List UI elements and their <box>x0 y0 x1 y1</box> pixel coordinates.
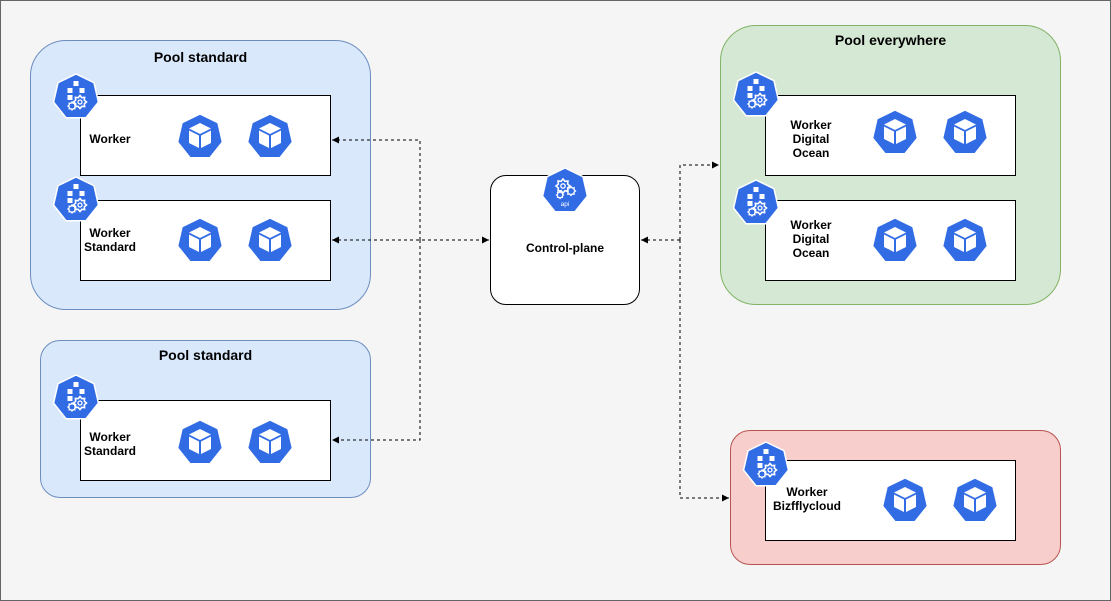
connector-pool-bizfly <box>679 240 729 502</box>
worker-box: Worker Standard <box>80 200 331 281</box>
pool-title: Pool everywhere <box>834 32 947 48</box>
kubernetes-pod-icon <box>176 419 224 465</box>
control-plane-label: Control-plane <box>526 241 604 255</box>
worker-label: Worker Bizfflycloud <box>773 485 841 513</box>
kubernetes-pod-icon <box>246 419 294 465</box>
svg-text:api: api <box>561 201 570 208</box>
worker-label: Worker Digital Ocean <box>790 218 832 260</box>
worker-label: Worker <box>89 132 131 146</box>
kubernetes-pod-icon <box>246 217 294 263</box>
kubernetes-node-icon <box>52 176 100 222</box>
kubernetes-pod-icon <box>951 477 999 523</box>
kubernetes-pod-icon <box>881 477 929 523</box>
pool-title: Pool standard <box>153 49 248 65</box>
kubernetes-pod-icon <box>871 217 919 263</box>
kubernetes-node-icon <box>52 73 100 119</box>
kubernetes-pod-icon <box>246 113 294 159</box>
kubernetes-node-icon <box>732 71 780 117</box>
kubernetes-node-icon <box>732 179 780 225</box>
connector-worker1 <box>332 136 421 240</box>
worker-label: Worker Standard <box>83 430 136 458</box>
connector-pool-everywhere <box>679 161 719 240</box>
kubernetes-node-icon <box>742 441 790 487</box>
kubernetes-pod-icon <box>941 217 989 263</box>
kubernetes-pod-icon <box>871 109 919 155</box>
pool-title: Pool standard <box>158 347 253 363</box>
kubernetes-pod-icon <box>941 109 989 155</box>
kubernetes-node-icon <box>52 374 100 420</box>
worker-label: Worker Digital Ocean <box>790 118 832 160</box>
kubernetes-pod-icon <box>176 113 224 159</box>
kubernetes-pod-icon <box>176 217 224 263</box>
kubernetes-api-icon: api <box>541 167 589 213</box>
connector-worker3 <box>332 240 421 444</box>
worker-label: Worker Standard <box>83 226 136 254</box>
